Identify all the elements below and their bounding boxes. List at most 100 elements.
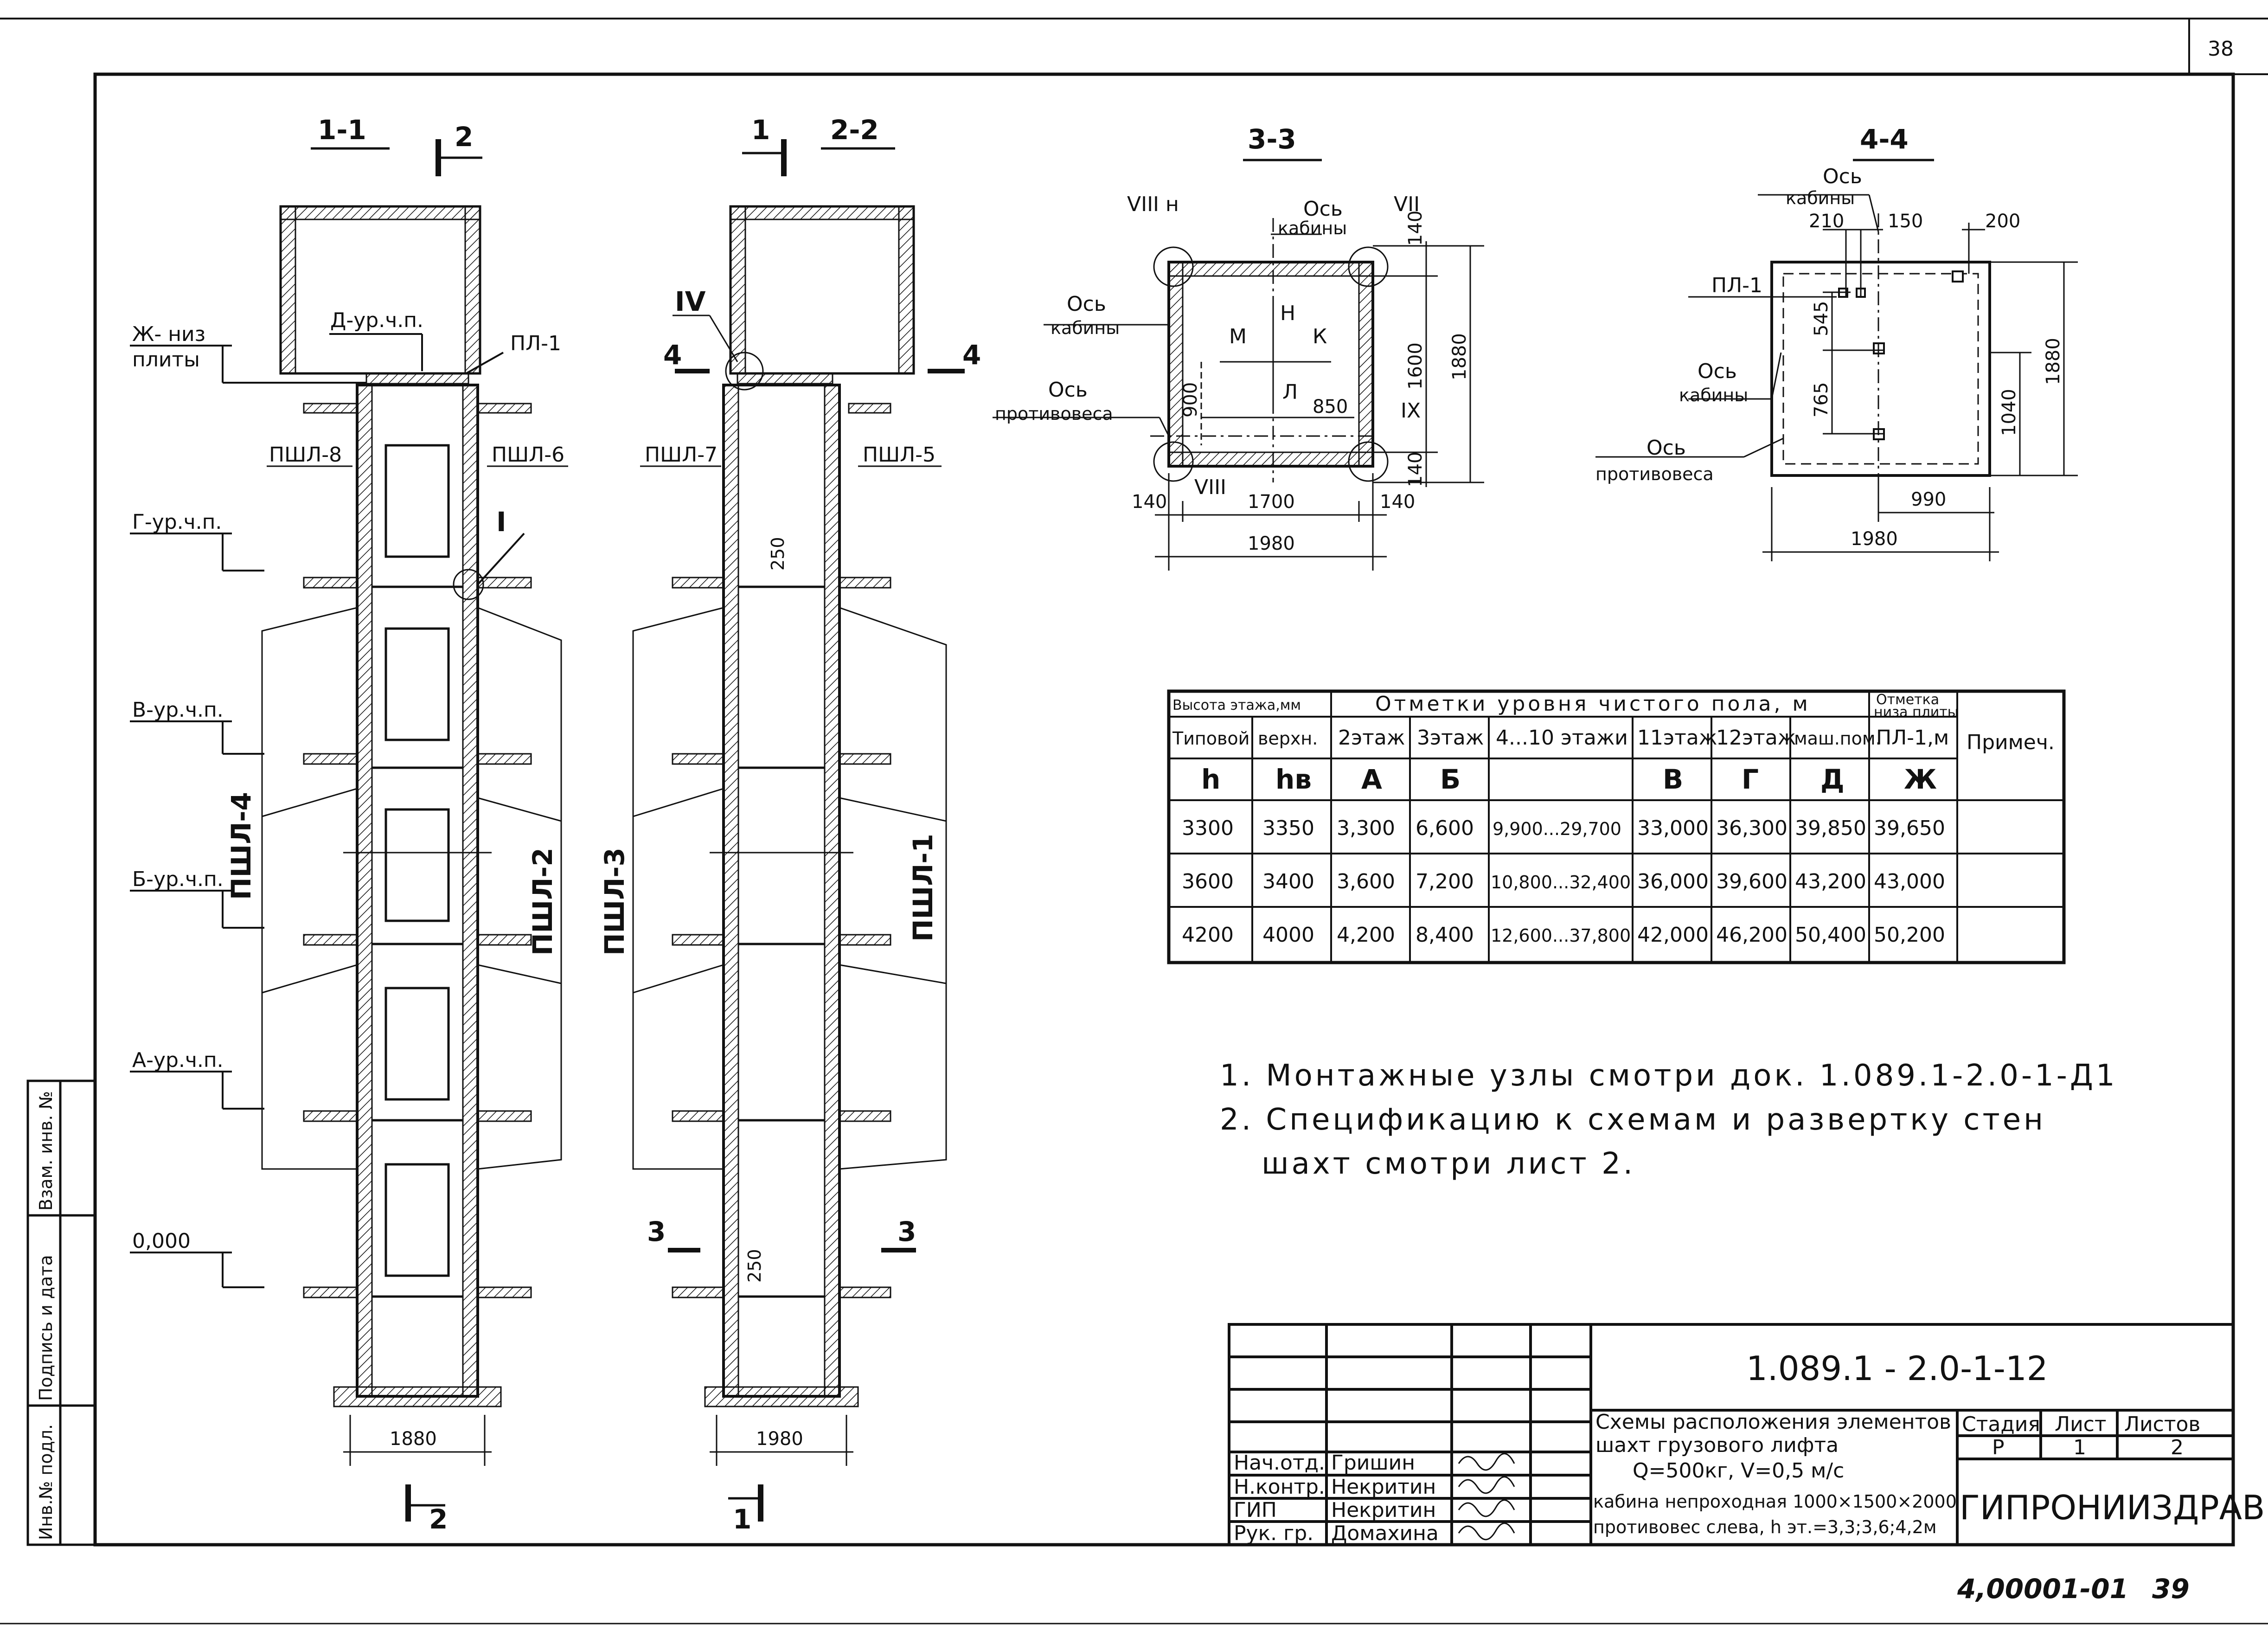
p33-dim-140-bottom: 140 (1405, 452, 1426, 487)
title-line-5: противовес слева, h эт.=3,3;3,6;4,2м (1593, 1517, 1936, 1537)
svg-text:ГИП: ГИП (1234, 1498, 1277, 1522)
level-v-label: В-ур.ч.п. (132, 698, 224, 722)
svg-text:Гришин: Гришин (1331, 1451, 1415, 1475)
notes: 1. Монтажные узлы смотри док. 1.089.1-2.… (1220, 1059, 2118, 1181)
svg-text:50,400: 50,400 (1795, 923, 1866, 947)
table-row: 3600 3400 3,600 7,200 10,800...32,400 36… (1182, 870, 1945, 893)
p44-axis-cabin-2: кабины (1679, 385, 1748, 405)
th-slab-2: низа плиты (1874, 704, 1958, 720)
node-viii-n: VIII н (1127, 193, 1179, 216)
table-row: 3300 3350 3,300 6,600 9,900...29,700 33,… (1182, 816, 1945, 840)
section-1-1: 1-1 2 (130, 114, 568, 1535)
cut-mark-4-right: 4 (928, 339, 981, 373)
svg-text:39,650: 39,650 (1874, 816, 1945, 840)
side-inv-vzam: Взам. инв. № (36, 1091, 56, 1211)
pshl7-label: ПШЛ-7 (645, 443, 718, 467)
p33-axis-cabin-left-2: кабины (1051, 318, 1120, 338)
p33-axis-cabin-top-2: кабины (1278, 218, 1347, 238)
archive-code: 4,00001-01 (1957, 1573, 2128, 1605)
svg-text:Рук. гр.: Рук. гр. (1234, 1522, 1313, 1545)
svg-text:42,000: 42,000 (1637, 923, 1709, 947)
svg-text:3600: 3600 (1182, 870, 1234, 893)
svg-text:3,600: 3,600 (1337, 870, 1395, 893)
node-viii: VIII (1194, 475, 1226, 499)
p33-label-m: М (1229, 325, 1247, 348)
pshl2-label: ПШЛ-2 (527, 848, 558, 956)
svg-text:маш.пом.: маш.пом. (1794, 728, 1881, 749)
p33-axis-cabin-left-1: Ось (1067, 292, 1106, 316)
svg-text:Ж: Ж (1904, 764, 1937, 795)
node-iv-label: IV (675, 286, 706, 317)
p44-axis-cabin-1: Ось (1698, 360, 1737, 383)
node-i-label: I (496, 506, 506, 538)
sheet-value: 1 (2073, 1436, 2086, 1459)
sheet-number-top: 38 (2208, 37, 2234, 61)
cut-mark-1-bottom: 1 (728, 1484, 763, 1535)
cut-mark-3-left: 3 (647, 1216, 700, 1252)
p33-dim-1880: 1880 (1449, 333, 1470, 380)
th-slab-1: Отметка (1876, 692, 1939, 708)
svg-text:Г: Г (1742, 764, 1759, 795)
plan-3-3: 3-3 (993, 123, 1484, 571)
svg-text:3400: 3400 (1262, 870, 1314, 893)
cut-mark-4-left: 4 (663, 339, 710, 373)
svg-text:ПЛ-1,м: ПЛ-1,м (1876, 726, 1949, 750)
svg-text:4,200: 4,200 (1337, 923, 1395, 947)
note-1: 1. Монтажные узлы смотри док. 1.089.1-2.… (1220, 1059, 2118, 1093)
p33-label-n: Н (1280, 302, 1295, 325)
svg-text:2: 2 (455, 121, 473, 153)
title-line-2: шахт грузового лифта (1595, 1433, 1839, 1457)
side-stamp: Взам. инв. № Подпись и дата Инв.№ подл. (26, 1079, 96, 1546)
sheet-label: Лист (2055, 1413, 2107, 1436)
th-marks: Отметки уровня чистого пола, м (1375, 692, 1811, 716)
stage-label: Стадия (1962, 1413, 2040, 1436)
svg-text:Домахина: Домахина (1331, 1522, 1439, 1545)
cut-mark-2-bottom: 2 (405, 1484, 448, 1535)
table-row: 4200 4000 4,200 8,400 12,600...37,800 42… (1182, 923, 1945, 947)
stage-value: Р (1992, 1436, 2005, 1459)
svg-text:12,600...37,800: 12,600...37,800 (1491, 925, 1631, 946)
svg-text:Б: Б (1440, 764, 1461, 795)
cut-mark-3-right: 3 (881, 1216, 916, 1252)
p33-label-k: К (1313, 325, 1327, 348)
staff-list: Нач.отд. Гришин Н.контр. Некритин ГИП Не… (1234, 1451, 1439, 1545)
svg-text:h: h (1201, 764, 1220, 795)
svg-text:Д: Д (1820, 764, 1845, 795)
svg-text:4200: 4200 (1182, 923, 1234, 947)
p44-axis-cabin-top-1: Ось (1823, 165, 1862, 188)
svg-text:43,000: 43,000 (1874, 870, 1945, 893)
th-note: Примеч. (1967, 731, 2055, 754)
section-4-4-title: 4-4 (1860, 123, 1909, 155)
p33-dim-140-left: 140 (1132, 491, 1167, 513)
levels-table: Высота этажа,мм Отметки уровня чистого п… (1167, 689, 2066, 964)
svg-text:39,600: 39,600 (1716, 870, 1787, 893)
p44-dim-1980: 1980 (1851, 528, 1898, 550)
p33-dim-140-right: 140 (1380, 491, 1415, 513)
pshl5-label: ПШЛ-5 (863, 443, 935, 467)
svg-text:8,400: 8,400 (1416, 923, 1474, 947)
svg-text:6,600: 6,600 (1416, 816, 1474, 840)
table-subheader-row: Типовой верхн. 2этаж 3этаж 4...10 этажи … (1172, 726, 1949, 750)
p44-pl1: ПЛ-1 (1711, 274, 1762, 297)
svg-text:12этаж: 12этаж (1716, 726, 1796, 750)
p44-dim-990: 990 (1911, 489, 1946, 510)
svg-text:11этаж: 11этаж (1637, 726, 1717, 750)
p44-axis-cw-1: Ось (1647, 436, 1686, 460)
p33-dim-850: 850 (1313, 396, 1348, 417)
svg-text:верхн.: верхн. (1258, 728, 1318, 749)
svg-text:33,000: 33,000 (1637, 816, 1709, 840)
section-1-1-title: 1-1 (318, 114, 366, 146)
svg-text:36,000: 36,000 (1637, 870, 1709, 893)
sheets-label: Листов (2124, 1413, 2200, 1436)
p33-axis-cabin-top-1: Ось (1303, 197, 1343, 221)
pshl8-label: ПШЛ-8 (269, 443, 342, 467)
p44-dim-765: 765 (1811, 382, 1832, 417)
svg-text:2этаж: 2этаж (1338, 726, 1405, 750)
level-g-label: Г-ур.ч.п. (132, 510, 222, 534)
level-zh-label: Ж- низ (132, 322, 205, 346)
note-2: 2. Спецификацию к схемам и развертку сте… (1220, 1103, 2046, 1137)
level-a-label: А-ур.ч.п. (132, 1048, 224, 1072)
sheet-frame (0, 18, 2268, 1625)
node-vii: VII (1394, 193, 1420, 216)
